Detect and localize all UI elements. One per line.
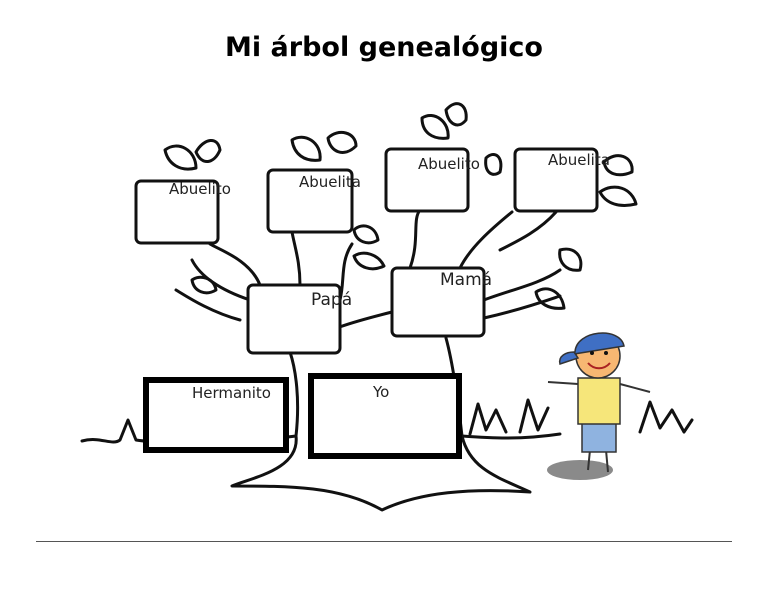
label-mama: Mamá: [440, 270, 493, 290]
label-abuelita-left: Abuelita: [299, 173, 361, 191]
label-abuelita-right: Abuelita: [548, 151, 610, 169]
label-hermanito: Hermanito: [192, 384, 271, 402]
box-abuelito-right: [384, 147, 470, 213]
box-mama: [390, 266, 486, 338]
tree-roots: [230, 434, 532, 512]
box-abuelito-left: [134, 179, 220, 245]
label-papa: Papá: [311, 290, 353, 310]
box-yo: [308, 373, 462, 459]
box-papa: [246, 283, 342, 355]
label-yo: Yo: [373, 383, 390, 401]
label-abuelito-left: Abuelito: [169, 180, 231, 198]
box-abuelita-right: [513, 147, 599, 213]
box-abuelita-left: [266, 168, 354, 234]
label-abuelito-right: Abuelito: [418, 155, 480, 173]
boy-illustration: [547, 332, 651, 480]
page-title: Mi árbol genealógico: [225, 32, 543, 63]
tree-trunk-left: [288, 350, 300, 438]
box-hermanito: [143, 377, 289, 453]
bottom-divider: [36, 541, 732, 542]
